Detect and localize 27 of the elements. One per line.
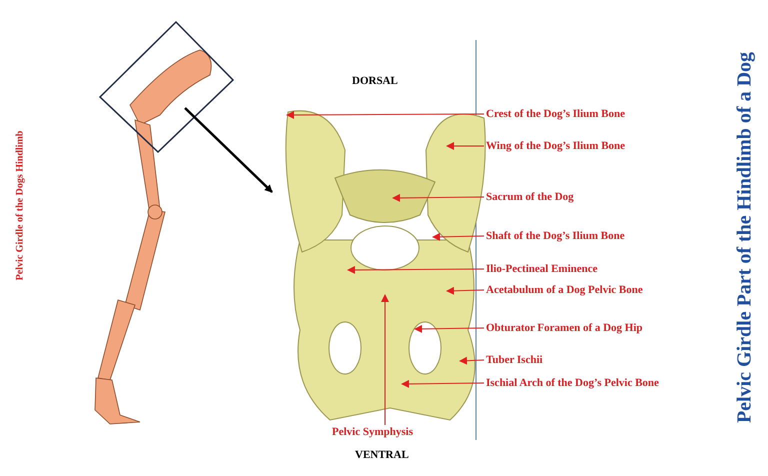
leader-line [446,286,484,295]
title: Pelvic Girdle Part of the Hindlimb of a Dog [734,50,756,426]
leader-line [347,266,484,274]
leader-line [401,380,484,388]
part-label: Acetabulum of a Dog Pelvic Bone [486,284,643,296]
direction-label: DORSAL [352,75,398,87]
part-label: Sacrum of the Dog [486,191,574,203]
part-label: Ilio-Pectineal Eminence [486,263,598,275]
part-label: Crest of the Dog’s Ilium Bone [486,108,626,120]
arrow [184,107,273,193]
leader-line [459,356,484,365]
leader-line [446,142,484,150]
part-label: Pelvic Symphysis [332,426,413,438]
leader-line [381,294,389,426]
part-label: Ischial Arch of the Dog’s Pelvic Bone [486,377,659,389]
part-label: Shaft of the Dog’s Ilium Bone [486,230,625,242]
side-caption: Pelvic Girdle of the Dogs Hindlimb [14,130,26,282]
part-label: Wing of the Dog’s Ilium Bone [486,140,626,152]
zoom-frame [98,20,234,154]
leader-line [432,232,484,241]
pelvis-drawing [285,110,486,420]
leader-line [286,110,484,119]
part-label: Tuber Ischii [486,354,543,366]
direction-label: VENTRAL [355,449,409,461]
leader-line [414,324,484,333]
leader-line [392,194,484,202]
part-label: Obturator Foramen of a Dog Hip [486,322,643,334]
